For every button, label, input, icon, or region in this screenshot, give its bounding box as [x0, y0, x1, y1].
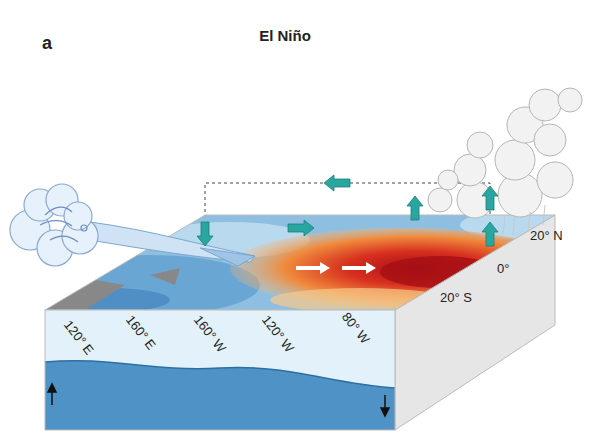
ocean-cross-section: [45, 310, 395, 430]
convection-clouds: [428, 88, 582, 218]
panel-letter: a: [42, 34, 52, 52]
latitude-label: 0°: [497, 262, 509, 275]
wind-figure: [10, 184, 255, 266]
latitude-label: 20° N: [530, 229, 563, 242]
diagram-title: El Niño: [259, 28, 311, 43]
circulation-arrows: [197, 175, 498, 246]
latitude-label: 20° S: [440, 291, 472, 304]
current-arrows: [296, 262, 376, 274]
sea-surface: [40, 211, 580, 315]
thermocline-arrows: [48, 384, 389, 416]
